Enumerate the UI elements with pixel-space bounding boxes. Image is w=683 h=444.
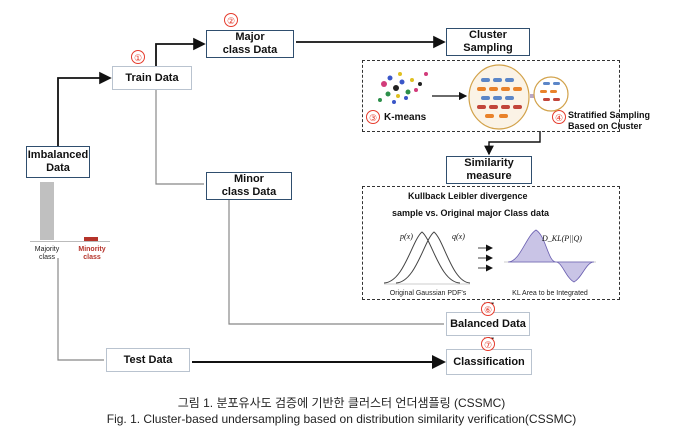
bars-baseline bbox=[30, 241, 110, 242]
transition-arrows bbox=[478, 244, 493, 272]
kl-divergence-panel bbox=[362, 186, 620, 300]
similarity-measure-box: Similarity measure bbox=[446, 156, 532, 184]
test-data-box: Test Data bbox=[106, 348, 190, 372]
step-3-marker: ③ bbox=[366, 110, 380, 124]
step-7-marker: ⑦ bbox=[481, 337, 495, 351]
original-pdf-label: Original Gaussian PDF's bbox=[389, 290, 467, 297]
step-2-marker: ② bbox=[224, 13, 238, 27]
sample-vs-label: sample vs. Original major Class data bbox=[392, 208, 550, 218]
classification-box: Classification bbox=[446, 349, 532, 375]
arrow-train-to-major bbox=[155, 37, 206, 66]
cluster-sampling-box: Cluster Sampling bbox=[446, 28, 530, 56]
stratified-sampling-label: Stratified Sampling Based on Cluster bbox=[568, 110, 651, 131]
arrow-imbalanced-to-train bbox=[57, 71, 112, 146]
caption-korean: 그림 1. 분포유사도 검증에 기반한 클러스터 언더샘플링 (CSSMC) bbox=[177, 396, 506, 410]
majority-class-bar bbox=[40, 182, 54, 240]
step-1-marker: ① bbox=[131, 50, 145, 64]
kl-area-plot bbox=[504, 229, 596, 283]
kmeans-scatter-plot bbox=[378, 72, 428, 104]
line-train-to-minor bbox=[155, 90, 204, 185]
kl-title: Kullback Leibler divergence bbox=[408, 191, 528, 201]
dkl-label: D_KL(P||Q) bbox=[542, 234, 582, 243]
kl-area-label: KL Area to be Integrated bbox=[512, 290, 588, 297]
majority-class-label: Majority class bbox=[34, 246, 60, 261]
line-minor-to-balanced bbox=[228, 198, 444, 325]
sampled-cluster-circle bbox=[533, 76, 569, 112]
minor-class-box: Minor class Data bbox=[206, 172, 292, 200]
imbalanced-data-box: Imbalanced Data bbox=[26, 146, 90, 178]
caption-english: Fig. 1. Cluster-based undersampling base… bbox=[106, 412, 577, 426]
px-label: p(x) bbox=[400, 232, 413, 241]
qx-label: q(x) bbox=[452, 232, 465, 241]
cluster-items bbox=[477, 78, 522, 118]
cluster-sampling-panel bbox=[362, 60, 620, 132]
train-data-box: Train Data bbox=[112, 66, 192, 90]
line-imbalanced-to-test bbox=[57, 258, 104, 361]
major-class-box: Major class Data bbox=[206, 30, 294, 58]
sampled-items bbox=[540, 82, 560, 101]
step-4-marker: ④ bbox=[552, 110, 566, 124]
balanced-data-box: Balanced Data bbox=[446, 312, 530, 336]
minority-class-bar bbox=[84, 237, 98, 241]
arrow-to-similarity bbox=[484, 131, 541, 156]
gaussian-pdfs-plot bbox=[383, 231, 471, 285]
step-6-marker: ⑥ bbox=[481, 302, 495, 316]
minority-class-label: Minority class bbox=[78, 246, 106, 261]
kmeans-label: K-means bbox=[384, 112, 427, 123]
